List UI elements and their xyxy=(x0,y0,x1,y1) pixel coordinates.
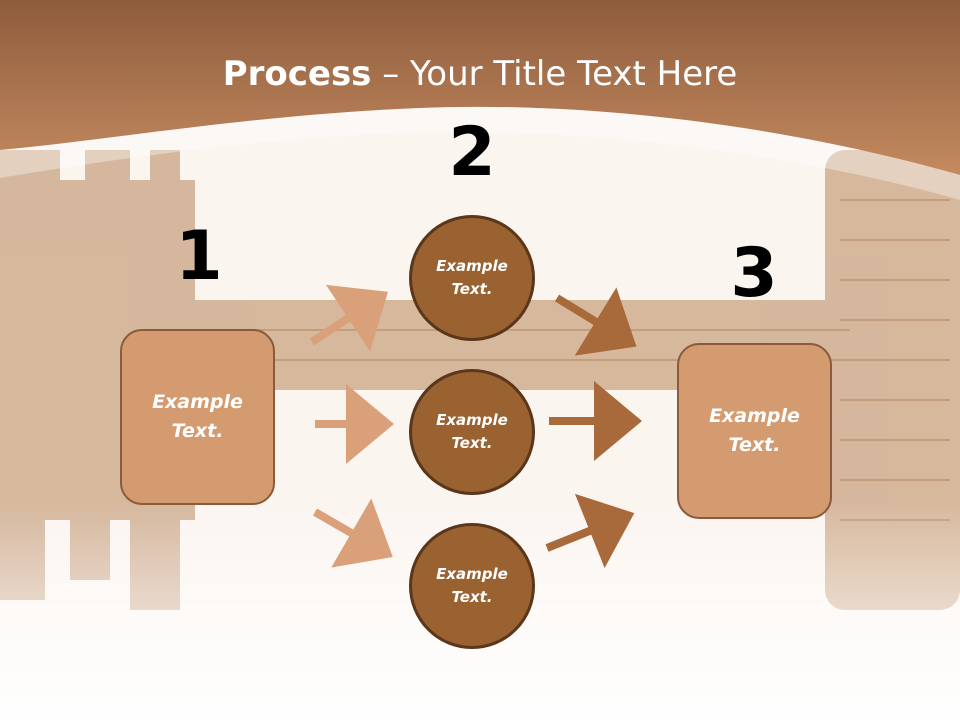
slide-title: Process – Your Title Text Here xyxy=(0,52,960,96)
arrow-icon xyxy=(309,284,642,569)
step-2-circle-bottom: Example Text. xyxy=(409,523,535,649)
title-rest: – Your Title Text Here xyxy=(371,54,738,94)
step-1-box: Example Text. xyxy=(120,329,275,505)
circle-top-text: Example Text. xyxy=(436,257,508,298)
step-3-box: Example Text. xyxy=(677,343,832,519)
step-number-2: 2 xyxy=(448,113,496,192)
step-3-text: Example Text. xyxy=(709,405,800,456)
step-2-circle-middle: Example Text. xyxy=(409,369,535,495)
step-2-circle-top: Example Text. xyxy=(409,215,535,341)
step-number-1: 1 xyxy=(175,217,223,296)
step-number-3: 3 xyxy=(730,234,778,313)
step-1-text: Example Text. xyxy=(152,391,243,442)
circle-bottom-text: Example Text. xyxy=(436,565,508,606)
title-bold: Process xyxy=(222,54,372,94)
circle-middle-text: Example Text. xyxy=(436,411,508,452)
